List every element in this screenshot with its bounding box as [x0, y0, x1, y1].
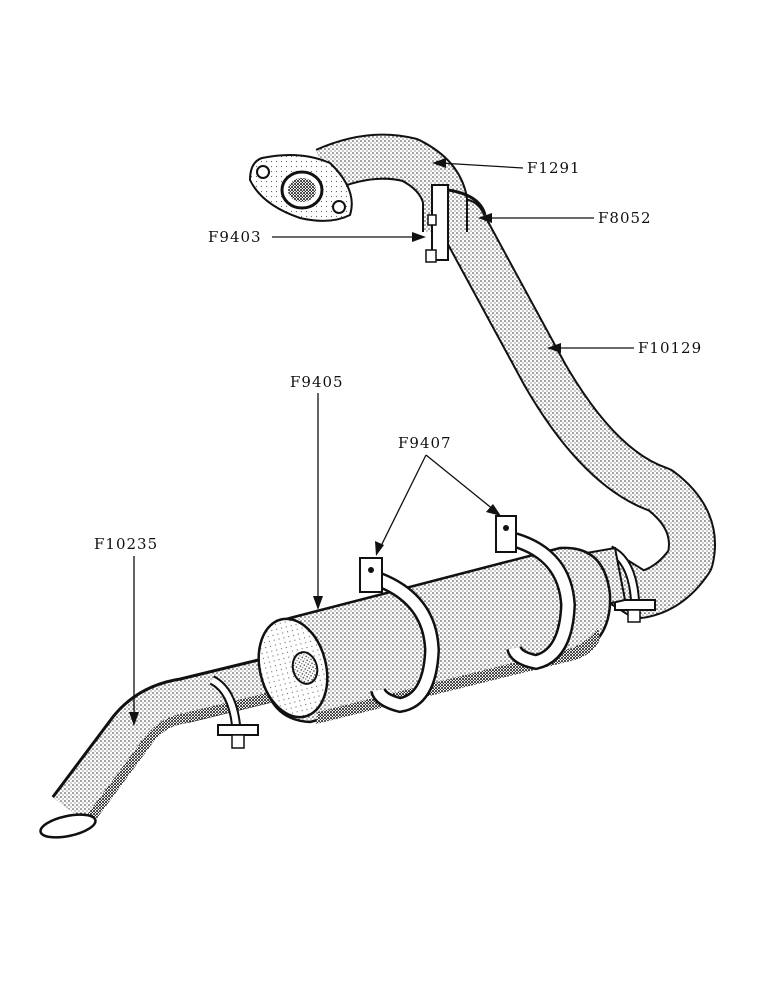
- arrow-f10235: [129, 712, 139, 726]
- label-f9407: F9407: [398, 434, 452, 452]
- leader-f9407-left: [379, 454, 427, 549]
- label-f1291: F1291: [527, 159, 581, 177]
- arrow-f10129: [547, 343, 561, 353]
- label-f8052: F8052: [598, 209, 652, 227]
- arrow-f9407-right: [486, 504, 501, 516]
- leader-f1291: [439, 162, 524, 169]
- arrow-f9403: [412, 232, 426, 242]
- upper-clamp: [425, 184, 487, 263]
- label-f9403: F9403: [208, 228, 262, 246]
- arrow-f1291: [432, 158, 446, 168]
- label-f9405: F9405: [290, 373, 344, 391]
- tail-pipe-clamp: [209, 675, 259, 749]
- long-pipe-f10129: [438, 198, 716, 619]
- manifold-flange: [248, 154, 353, 222]
- leader-lines: [129, 158, 634, 726]
- arrow-f8052: [478, 213, 492, 223]
- label-f10129: F10129: [638, 339, 702, 357]
- muffler-strap-front: [359, 557, 441, 714]
- part-labels: F1291 F8052 F9403 F10129 F9405 F9407 F10…: [94, 159, 702, 553]
- muffler-strap-rear: [495, 515, 577, 671]
- arrow-f9407-left: [375, 541, 384, 556]
- tail-pipe-f10235: [39, 649, 306, 839]
- label-f10235: F10235: [94, 535, 158, 553]
- arrow-f9405: [313, 596, 323, 610]
- leader-f9407-right: [425, 454, 495, 511]
